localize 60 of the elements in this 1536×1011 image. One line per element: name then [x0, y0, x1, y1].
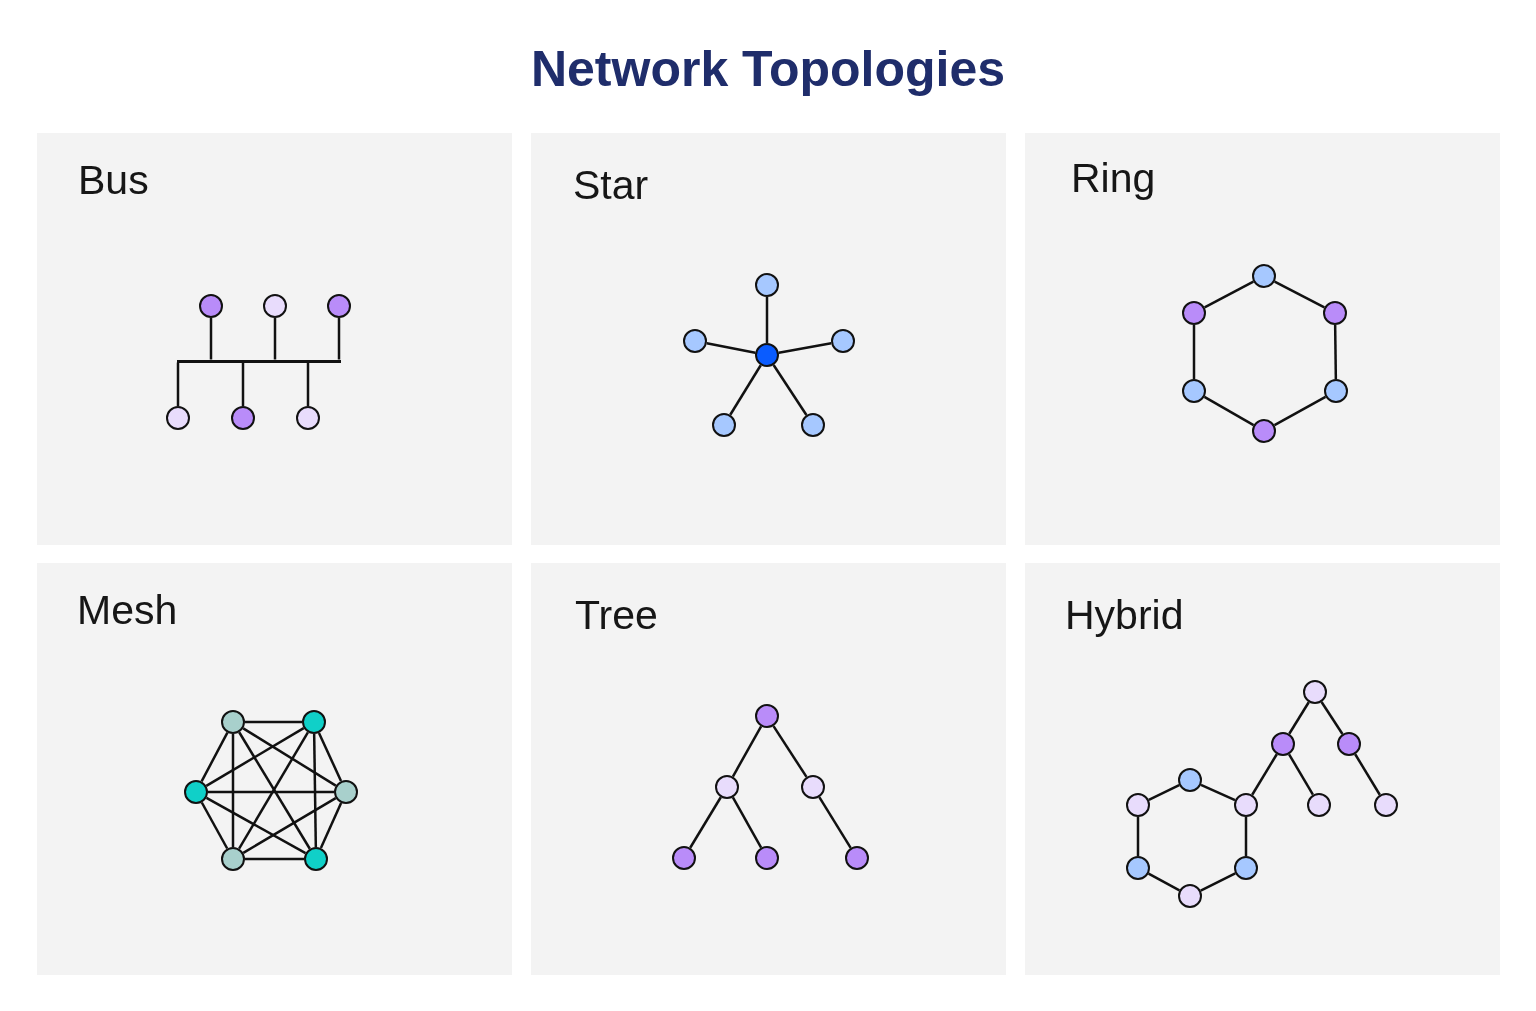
connection-line [765, 297, 769, 343]
connection-line [729, 364, 762, 416]
connection-line [1333, 325, 1338, 379]
connection-line [689, 796, 722, 849]
diagram-title: Network Topologies [530, 40, 1006, 99]
connection-line [1200, 872, 1236, 892]
connection-line [1288, 753, 1314, 796]
connection-line [1244, 817, 1248, 856]
connection-line [772, 725, 808, 778]
connection-line [706, 342, 756, 354]
connection-line [317, 732, 343, 782]
topology-panel [37, 563, 512, 975]
connection-line [242, 797, 337, 854]
connection-line [200, 732, 229, 782]
panel-heading: Tree [575, 591, 658, 640]
connection-line [205, 796, 307, 855]
connection-line [1147, 872, 1181, 892]
connection-line [1251, 753, 1278, 796]
topology-panel [531, 563, 1006, 975]
connection-line [200, 801, 229, 850]
connection-line [273, 318, 277, 360]
connection-line [1148, 784, 1180, 801]
panel-heading: Ring [1071, 154, 1156, 203]
connection-line [312, 734, 318, 847]
topology-panel [1025, 133, 1500, 545]
connection-line [778, 341, 832, 355]
connection-line [772, 364, 808, 416]
panel-heading: Star [573, 161, 649, 210]
panel-heading: Hybrid [1065, 591, 1184, 640]
connection-line [1354, 753, 1381, 796]
panel-heading: Bus [78, 156, 149, 205]
connection-line [306, 362, 310, 406]
connection-line [245, 857, 304, 861]
topology-panel [1025, 563, 1500, 975]
connection-line [1274, 280, 1325, 309]
bus-line [176, 359, 341, 363]
connection-line [731, 725, 763, 778]
connection-line [818, 796, 852, 849]
connection-line [1204, 280, 1254, 309]
topology-panel [37, 133, 512, 545]
connection-line [1203, 395, 1255, 427]
connection-line [205, 727, 305, 787]
connection-line [319, 802, 343, 849]
connection-line [176, 362, 180, 406]
connection-line [1320, 701, 1344, 735]
connection-line [1288, 701, 1310, 735]
connection-line [241, 362, 245, 406]
connection-line [1136, 817, 1140, 856]
connection-line [337, 318, 341, 360]
connection-line [231, 734, 235, 847]
panel-heading: Mesh [77, 586, 178, 635]
topology-panel [531, 133, 1006, 545]
connection-line [209, 318, 213, 360]
connection-line [245, 720, 302, 724]
connection-line [1273, 395, 1327, 427]
connection-line [208, 790, 334, 794]
connection-line [1192, 325, 1196, 379]
connection-line [1200, 783, 1236, 802]
connection-line [731, 796, 763, 849]
connection-line [242, 727, 337, 787]
